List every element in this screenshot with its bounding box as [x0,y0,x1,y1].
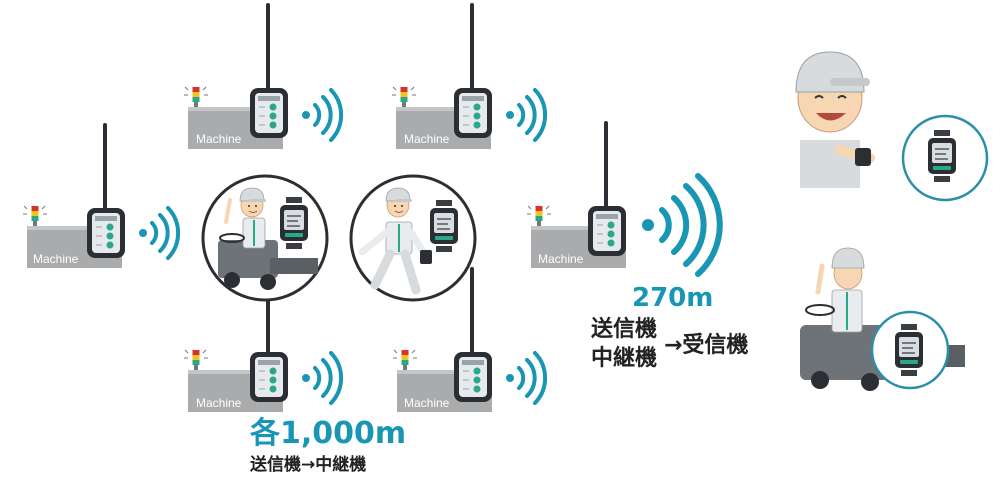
machine-label: Machine [404,396,450,410]
route-relay-unit-label: 中継機 [591,345,657,371]
walking-worker-relay-illustration [349,174,477,302]
route-to-receiver-label: →受信機 [664,332,748,358]
machine-unit [22,122,181,269]
range-each-label: 各1,000m [249,416,406,451]
range-receiver-label: 270m [632,283,713,313]
machine-unit [526,120,627,269]
wireless-signal-large-icon [642,173,723,277]
machine-label: Machine [196,396,242,410]
machine-unit [183,2,344,150]
receiver-forklift-watch-illustration [800,247,965,391]
machine-unit [391,2,548,150]
machine-label: Machine [196,132,242,146]
forklift-relay-illustration [201,174,329,302]
machine-label: Machine [404,132,450,146]
route-sender-label: 送信機 [591,316,657,342]
receiver-worker-watch-illustration [795,51,989,202]
machine-label: Machine [33,252,79,266]
machine-label: Machine [538,252,584,266]
route-relay-label: 送信機→中継機 [250,454,366,475]
